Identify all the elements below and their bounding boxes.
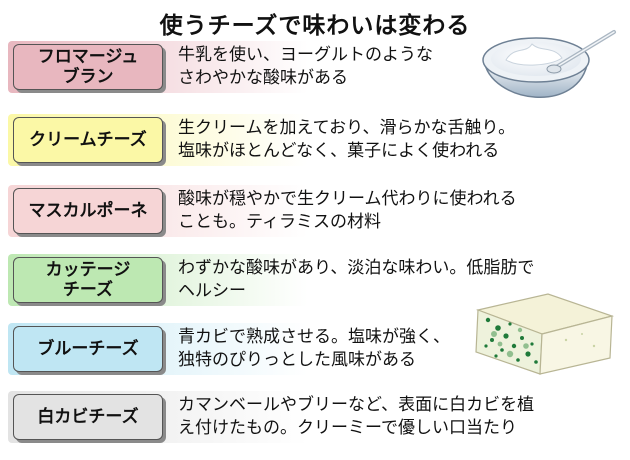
cheese-description: カマンベールやブリーなど、表面に白カビを植 え付けたもの。クリーミーで優しい口当…	[178, 395, 535, 438]
cheese-label: フロマージュ ブラン	[13, 44, 163, 90]
cheese-row-cream-cheese: クリームチーズ 生クリームを加えており、滑らかな舌触り。 塩味がほとんどなく、菓…	[0, 111, 630, 169]
blue-cheese-icon	[475, 293, 615, 375]
cheese-label: マスカルポーネ	[13, 188, 163, 234]
cheese-label: 白カビチーズ	[13, 394, 163, 440]
cheese-row-blue-cheese: ブルーチーズ 青カビで熟成させる。塩味が強く、 独特のぴりっとした風味がある	[0, 320, 630, 378]
cheese-row-cottage-cheese: カッテージ チーズ わずかな酸味があり、淡泊な味わい。低脂肪で ヘルシー	[0, 251, 630, 309]
cheese-description: 生クリームを加えており、滑らかな舌触り。 塩味がほとんどなく、菓子によく使われる	[178, 118, 516, 161]
cheese-description: 牛乳を使い、ヨーグルトのような さわやかな酸味がある	[178, 45, 433, 88]
cheese-label: ブルーチーズ	[13, 326, 163, 372]
cheese-label: クリームチーズ	[13, 117, 163, 163]
page-title: 使うチーズで味わいは変わる	[159, 13, 471, 39]
cheese-description: 青カビで熟成させる。塩味が強く、 独特のぴりっとした風味がある	[178, 327, 450, 370]
cheese-description: わずかな酸味があり、淡泊な味わい。低脂肪で ヘルシー	[178, 258, 535, 301]
cheese-label: カッテージ チーズ	[13, 257, 163, 303]
cheese-description: 酸味が穏やかで生クリーム代わりに使われる ことも。ティラミスの材料	[178, 189, 517, 232]
cheese-row-mascarpone: マスカルポーネ 酸味が穏やかで生クリーム代わりに使われる ことも。ティラミスの材…	[0, 182, 630, 240]
cheese-row-fromage-blanc: フロマージュ ブラン 牛乳を使い、ヨーグルトのような さわやかな酸味がある	[0, 38, 630, 96]
cheese-row-white-mold: 白カビチーズ カマンベールやブリーなど、表面に白カビを植 え付けたもの。クリーミ…	[0, 388, 630, 446]
yogurt-bowl-icon	[482, 30, 616, 98]
